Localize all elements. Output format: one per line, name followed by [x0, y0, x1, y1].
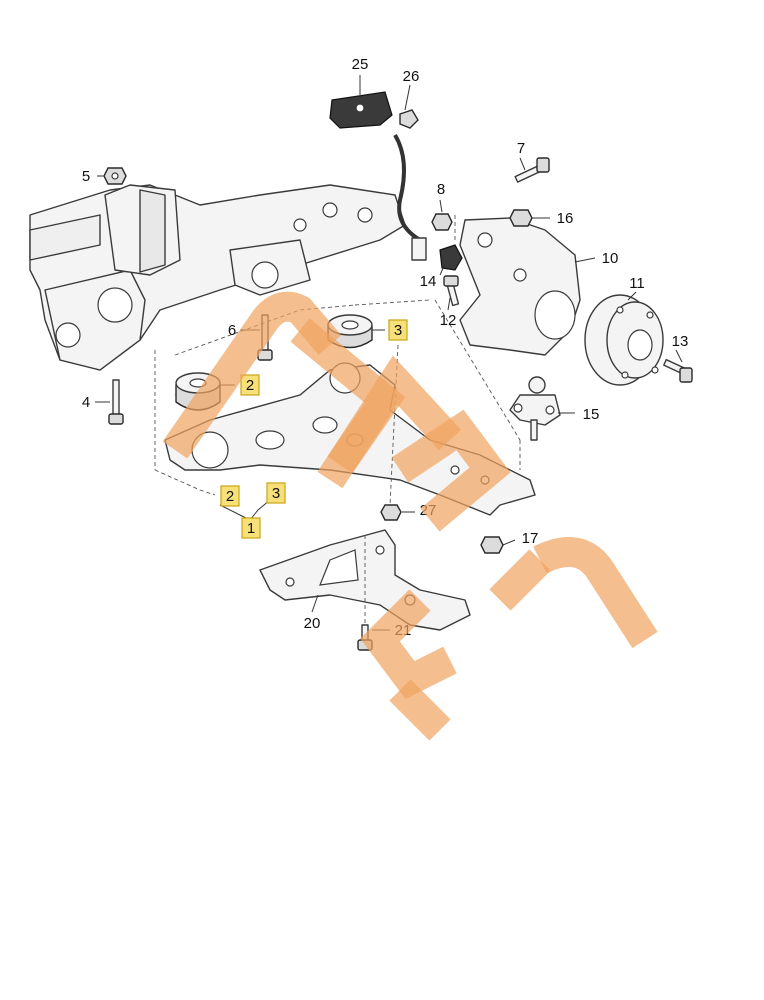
nut-14	[439, 244, 463, 271]
bushing-3	[327, 314, 373, 349]
callout-8: 8	[437, 181, 445, 198]
nut-8	[431, 213, 453, 231]
callout-2a: 2	[226, 488, 234, 505]
callout-box-2a	[220, 485, 240, 507]
steering-knuckle	[459, 217, 581, 356]
bolt-7	[514, 157, 550, 183]
callout-4: 4	[82, 394, 90, 411]
callout-11: 11	[629, 275, 645, 292]
ball-joint	[509, 376, 561, 441]
callout-16: 16	[557, 210, 574, 227]
callout-20: 20	[304, 615, 321, 632]
bolt-13	[663, 358, 693, 383]
watermark-logo	[162, 291, 658, 741]
nut-27	[380, 504, 402, 521]
callout-26: 26	[403, 68, 420, 85]
callout-6: 6	[228, 322, 236, 339]
callout-box-3b	[388, 319, 408, 341]
callout-1: 1	[247, 520, 255, 537]
callout-box-2b	[240, 374, 260, 396]
callout-2b: 2	[246, 377, 254, 394]
assembly-lines	[154, 215, 521, 625]
callout-10: 10	[602, 250, 619, 267]
bolt-12	[443, 275, 460, 307]
nut-17	[480, 536, 504, 554]
callout-14: 14	[420, 273, 437, 290]
callout-3a: 3	[272, 485, 280, 502]
callout-15: 15	[583, 406, 600, 423]
bolt-4	[108, 379, 124, 425]
wheel-hub	[584, 294, 664, 386]
callout-box-1	[241, 517, 261, 539]
callout-labels: 1 2 2 3 3 4 5 6 7 8 10 11 12 13 14 15 16…	[82, 56, 689, 639]
nut-16	[509, 209, 533, 227]
callout-13: 13	[672, 333, 689, 350]
callout-25: 25	[352, 56, 369, 73]
level-sensor	[329, 91, 427, 261]
nut-5	[103, 167, 127, 185]
subframe	[29, 184, 406, 371]
callout-3b: 3	[394, 322, 402, 339]
callout-17: 17	[522, 530, 539, 547]
nut-26	[399, 109, 419, 129]
callout-7: 7	[517, 140, 525, 157]
callout-box-3a	[266, 482, 286, 504]
callout-12: 12	[440, 312, 457, 329]
callout-5: 5	[82, 168, 90, 185]
